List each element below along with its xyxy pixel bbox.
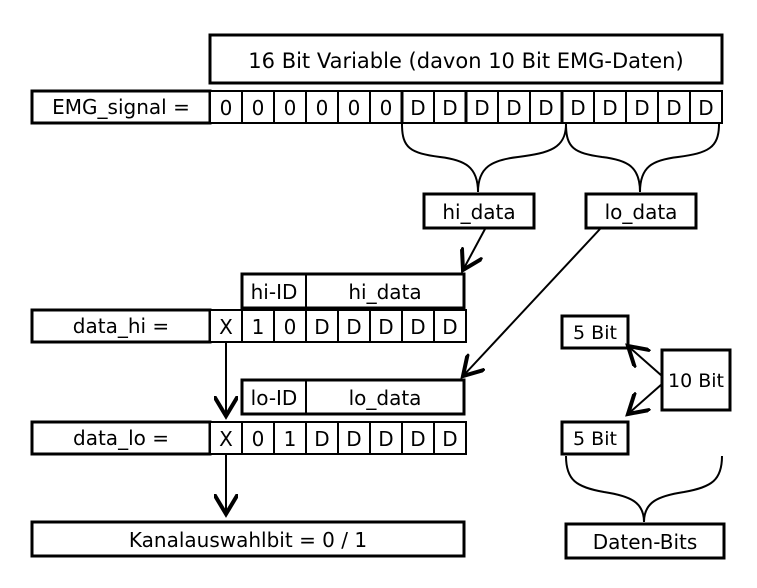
data-lo-bit-bit-2: 1 <box>284 427 297 451</box>
hi-data-arrow <box>463 228 486 270</box>
legend-10bit: 10 Bit <box>668 370 724 392</box>
emg-bit-bit-12: D <box>602 96 617 120</box>
emg-bit-bit-1: 0 <box>252 96 265 120</box>
legend-5bit-top-box <box>560 314 630 350</box>
data-hi-bit-bit-0: X <box>219 315 233 339</box>
emg-bit-cell-7 <box>433 90 467 124</box>
channel-select-box <box>30 520 466 558</box>
data-lo-label: data_lo = <box>73 426 169 450</box>
legend-10bit-box <box>660 348 732 412</box>
hi-data-box <box>422 192 536 230</box>
data-hi-bit-cell-5 <box>369 309 403 343</box>
data-lo-bit-bit-5: D <box>378 427 393 451</box>
variable-header-box <box>208 33 724 85</box>
data-lo-bit-bit-0: X <box>219 427 233 451</box>
data-hi-bit-cell-2 <box>273 309 307 343</box>
emg-bit-cell-0 <box>209 90 243 124</box>
data-hi-bit-cell-1 <box>241 309 275 343</box>
data-lo-label-box <box>30 420 212 456</box>
emg-bit-cell-15 <box>689 90 723 124</box>
data-hi-bit-bit-5: D <box>378 315 393 339</box>
emg-bit-bit-14: D <box>666 96 681 120</box>
data-hi-label-box <box>30 308 212 344</box>
lo-data-box <box>584 192 698 230</box>
emg-bit-bit-9: D <box>506 96 521 120</box>
legend-5bit-bottom-box <box>560 420 630 456</box>
emg-bit-cell-5 <box>369 90 403 124</box>
data-hi-bit-bit-6: D <box>410 315 425 339</box>
data-hi-bit-bit-3: D <box>314 315 329 339</box>
emg-bit-cell-9 <box>497 90 531 124</box>
lo-id-header: lo-ID <box>251 386 298 410</box>
lo-data-brace <box>565 123 720 193</box>
variable-header-title: 16 Bit Variable (davon 10 Bit EMG-Daten) <box>248 49 683 73</box>
hi-data-box-label: hi_data <box>442 200 515 224</box>
daten-bits-box <box>564 522 726 560</box>
data-lo-bit-cell-5 <box>369 421 403 455</box>
data-lo-header-box <box>240 378 466 416</box>
data-hi-bit-bit-1: 1 <box>252 315 265 339</box>
emg-signal-label: EMG_signal = <box>52 95 190 119</box>
lo-data-header: lo_data <box>349 386 422 410</box>
hi-id-header: hi-ID <box>251 280 298 304</box>
emg-bit-cell-2 <box>273 90 307 124</box>
hi-data-header: hi_data <box>348 280 421 304</box>
daten-bits-label: Daten-Bits <box>593 530 698 554</box>
lo-data-box-label: lo_data <box>605 200 678 224</box>
emg-bit-cell-14 <box>657 90 691 124</box>
emg-bit-bit-15: D <box>698 96 713 120</box>
emg-bit-bit-13: D <box>634 96 649 120</box>
emg-bit-bit-5: 0 <box>380 96 393 120</box>
data-lo-bit-bit-7: D <box>442 427 457 451</box>
data-hi-bit-cell-6 <box>401 309 435 343</box>
emg-bit-bit-4: 0 <box>348 96 361 120</box>
data-lo-bit-bit-1: 0 <box>252 427 265 451</box>
legend-5bit-top: 5 Bit <box>573 322 617 344</box>
data-hi-label: data_hi = <box>73 314 169 338</box>
lo-data-arrow <box>463 228 601 376</box>
data-hi-bit-cell-7 <box>433 309 467 343</box>
emg-bit-bit-0: 0 <box>220 96 233 120</box>
legend-arrow-up <box>628 346 663 377</box>
data-lo-bit-cell-2 <box>273 421 307 455</box>
channel-select-label: Kanalauswahlbit = 0 / 1 <box>129 528 367 552</box>
legend-arrow-down <box>628 383 663 414</box>
data-lo-bit-bit-4: D <box>346 427 361 451</box>
emg-bit-cell-13 <box>625 90 659 124</box>
data-hi-bit-bit-7: D <box>442 315 457 339</box>
emg-bit-bit-11: D <box>570 96 585 120</box>
emg-bit-bit-7: D <box>442 96 457 120</box>
data-lo-bit-cell-3 <box>305 421 339 455</box>
data-lo-bit-bit-6: D <box>410 427 425 451</box>
emg-signal-label-box <box>30 89 212 125</box>
hi-data-brace <box>401 123 567 193</box>
data-hi-bit-bit-4: D <box>346 315 361 339</box>
daten-bits-brace <box>565 455 723 523</box>
emg-bit-bit-6: D <box>410 96 425 120</box>
data-lo-bit-cell-7 <box>433 421 467 455</box>
legend-5bit-bottom: 5 Bit <box>573 428 617 450</box>
emg-bit-bit-8: D <box>474 96 489 120</box>
data-hi-bit-bit-2: 0 <box>284 315 297 339</box>
data-hi-bit-cell-4 <box>337 309 371 343</box>
data-lo-bit-bit-3: D <box>314 427 329 451</box>
emg-bit-bit-2: 0 <box>284 96 297 120</box>
emg-bit-bit-3: 0 <box>316 96 329 120</box>
data-hi-header-box <box>240 272 466 310</box>
emg-bit-bit-10: D <box>538 96 553 120</box>
